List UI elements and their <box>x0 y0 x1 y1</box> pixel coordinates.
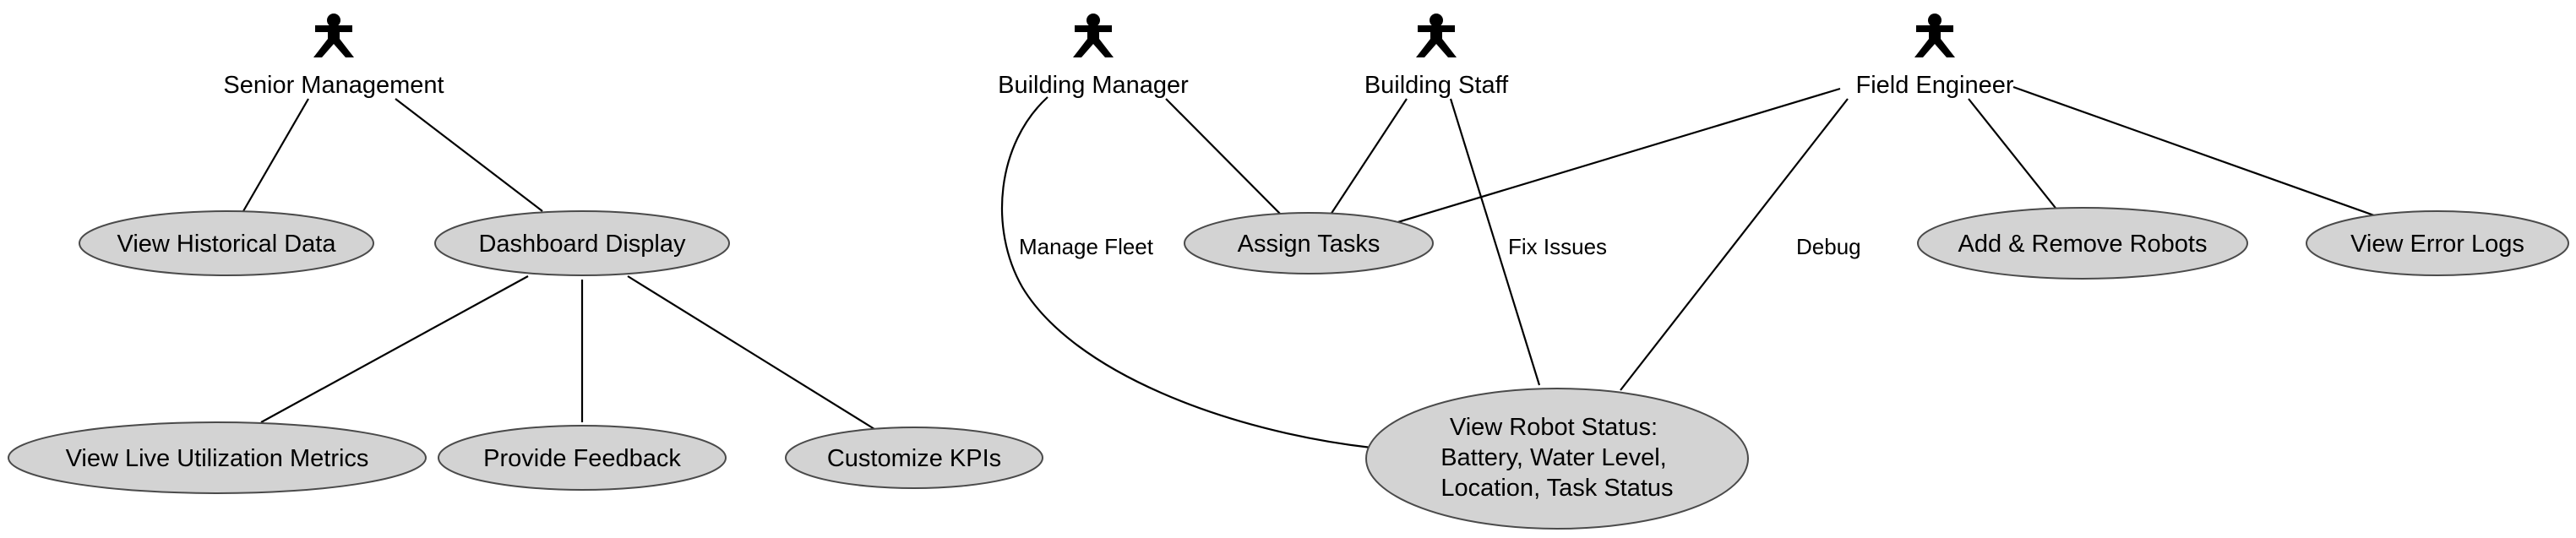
use-case-provide-feedback: Provide Feedback <box>438 425 727 491</box>
actor-label: Building Staff <box>1364 72 1509 99</box>
actor-senior-management: Senior Management <box>223 14 444 99</box>
edge-label-fix-issues: Fix Issues <box>1508 234 1607 259</box>
use-case-view-historical-data: View Historical Data <box>79 210 374 276</box>
edge-dashboard-customize-kpis <box>627 275 875 430</box>
edge-building-staff-assign-tasks <box>1328 98 1408 218</box>
use-case-shape <box>434 210 730 276</box>
use-case-label: Assign Tasks <box>1238 231 1381 258</box>
actor-label: Building Manager <box>998 72 1189 99</box>
use-case-shape <box>79 210 374 276</box>
edge-senior-management-view-historical-data <box>242 98 309 212</box>
actor-icon <box>1914 14 1955 57</box>
use-case-label: View Robot Status: Battery, Water Level,… <box>1440 414 1674 502</box>
use-case-label: View Historical Data <box>117 231 337 258</box>
use-case-shape <box>8 421 427 494</box>
edge-labels: Manage Fleet Fix Issues Debug <box>1019 234 1861 259</box>
use-case-label: View Live Utilization Metrics <box>66 445 369 472</box>
use-case-shape <box>2306 210 2569 276</box>
edge-label-debug: Debug <box>1796 234 1861 259</box>
edges <box>242 85 2375 449</box>
use-case-shape <box>1184 212 1434 274</box>
edge-senior-management-dashboard-display <box>395 98 543 212</box>
edge-dashboard-view-live-utilization <box>260 275 529 423</box>
edge-field-engineer-view-error-logs <box>2012 85 2375 217</box>
edge-label-manage-fleet: Manage Fleet <box>1019 234 1154 259</box>
use-case-label-line-2: Battery, Water Level, <box>1440 444 1667 471</box>
actor-icon <box>1073 14 1114 57</box>
use-case-shape <box>1365 388 1749 530</box>
actor-icon <box>313 14 354 57</box>
use-case-view-live-utilization-metrics: View Live Utilization Metrics <box>8 421 427 494</box>
use-case-customize-kpis: Customize KPIs <box>785 427 1043 489</box>
actor-building-staff: Building Staff <box>1364 14 1509 99</box>
use-case-label-line-1: View Robot Status: <box>1450 414 1658 441</box>
use-case-shape <box>1917 207 2248 280</box>
edge-field-engineer-view-robot-status <box>1620 98 1849 391</box>
edge-field-engineer-add-remove-robots <box>1968 98 2059 212</box>
use-case-label: Provide Feedback <box>483 445 681 472</box>
use-case-assign-tasks: Assign Tasks <box>1184 212 1434 274</box>
edge-field-engineer-assign-tasks <box>1383 87 1841 228</box>
use-case-label: View Error Logs <box>2350 231 2524 258</box>
use-case-label: Customize KPIs <box>827 445 1001 472</box>
edge-building-manager-assign-tasks <box>1165 98 1285 219</box>
actor-label: Senior Management <box>223 72 444 99</box>
actor-label: Field Engineer <box>1856 72 2014 99</box>
actor-icon <box>1416 14 1457 57</box>
use-case-label: Add & Remove Robots <box>1958 231 2208 258</box>
edge-building-staff-view-robot-status <box>1449 98 1541 386</box>
use-case-dashboard-display: Dashboard Display <box>434 210 730 276</box>
use-case-view-error-logs: View Error Logs <box>2306 210 2569 276</box>
edge-building-manager-view-robot-status <box>1000 96 1372 449</box>
actor-building-manager: Building Manager <box>998 14 1189 99</box>
use-case-add-remove-robots: Add & Remove Robots <box>1917 207 2248 280</box>
use-case-label-line-3: Location, Task Status <box>1440 475 1673 502</box>
use-case-shape <box>438 425 727 491</box>
actor-field-engineer: Field Engineer <box>1856 14 2014 99</box>
use-case-label: Dashboard Display <box>478 231 686 258</box>
use-case-view-robot-status: View Robot Status: Battery, Water Level,… <box>1365 388 1749 530</box>
use-case-shape <box>785 427 1043 489</box>
